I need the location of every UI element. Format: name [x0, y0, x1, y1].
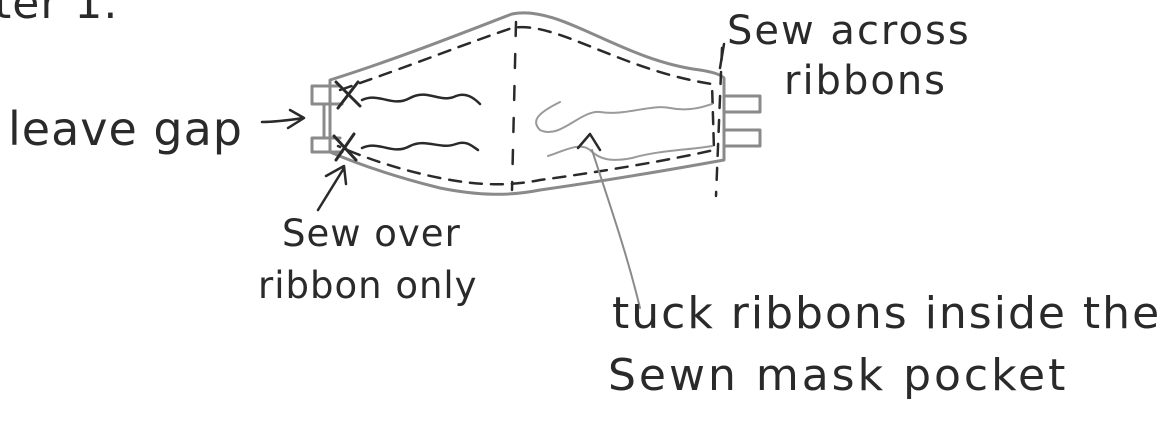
- sew-over-arrow: [318, 166, 346, 210]
- top-text-fragment: ter 1.: [0, 0, 118, 29]
- sew-across-line: [716, 48, 722, 196]
- x-mark-top: [336, 82, 360, 108]
- right-ribbon-top: [724, 96, 760, 112]
- sew-over-label-line2: ribbon only: [258, 264, 478, 307]
- inner-ribbon-left-2: [362, 143, 478, 150]
- inner-ribbon-right-1: [536, 102, 712, 132]
- leave-gap-label: leave gap: [8, 102, 243, 156]
- stitch-line: [338, 27, 714, 184]
- center-fold-line: [512, 22, 516, 190]
- left-ribbon-top: [312, 86, 342, 104]
- inner-ribbon-right-2: [548, 146, 712, 160]
- sew-across-label-line1: Sew across: [727, 8, 971, 54]
- sew-over-label-line1: Sew over: [282, 212, 461, 255]
- right-ribbon-bottom: [724, 130, 760, 146]
- inner-ribbon-left-1: [362, 95, 480, 104]
- sew-across-label-line2: ribbons: [784, 58, 947, 104]
- leave-gap-arrow: [262, 110, 304, 128]
- tuck-pointer-line: [592, 150, 640, 308]
- mask-outline: [330, 13, 724, 194]
- tuck-ribbons-label-line1: tuck ribbons inside the: [612, 288, 1161, 339]
- tuck-ribbons-label-line2: Sewn mask pocket: [608, 350, 1068, 401]
